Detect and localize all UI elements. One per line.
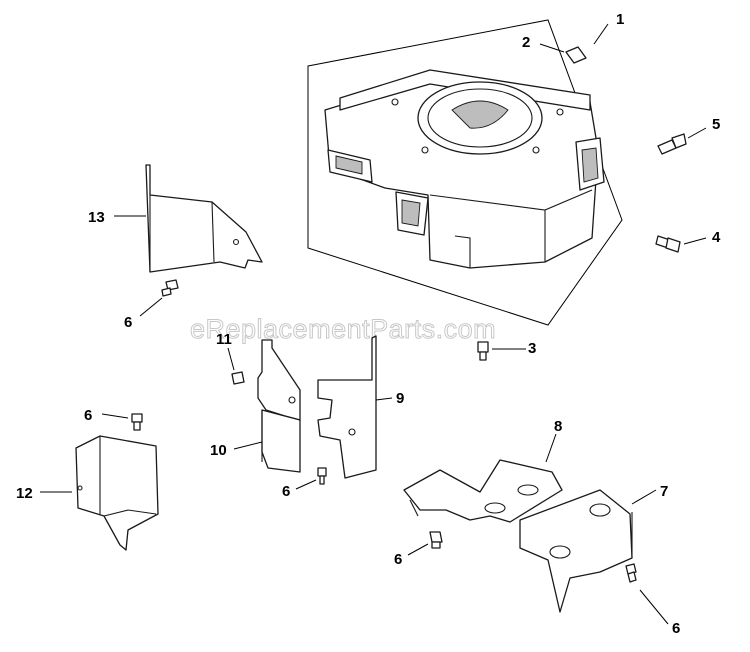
screw-part-4 xyxy=(655,235,681,253)
screw-part-3 xyxy=(477,341,489,361)
baffle-part-9 xyxy=(317,335,377,479)
watermark-text: eReplacementParts.com xyxy=(190,314,496,344)
plug-part-2 xyxy=(565,46,587,64)
baffle-part-10 xyxy=(261,409,301,473)
screw-part-11 xyxy=(231,371,245,385)
callout-13: 13 xyxy=(88,209,105,226)
screw-part-6-top-left xyxy=(161,279,179,297)
callout-12: 12 xyxy=(16,485,33,502)
callout-9: 9 xyxy=(396,390,404,407)
callout-10: 10 xyxy=(210,442,227,459)
callout-6-bottom-left: 6 xyxy=(394,551,402,568)
callout-8: 8 xyxy=(554,418,562,435)
callout-7: 7 xyxy=(660,483,668,500)
callout-1: 1 xyxy=(616,11,624,28)
callout-5: 5 xyxy=(712,116,720,133)
baffle-part-11 xyxy=(257,339,301,421)
baffle-part-12 xyxy=(75,435,159,551)
screw-part-5 xyxy=(657,133,687,155)
callout-6-center: 6 xyxy=(282,483,290,500)
screw-part-6-bottom-right xyxy=(625,563,637,583)
leader-lines xyxy=(40,23,707,625)
callout-4: 4 xyxy=(712,229,721,246)
callout-6-top-left: 6 xyxy=(124,314,132,331)
callout-3: 3 xyxy=(528,340,536,357)
bracket-part-8 xyxy=(403,459,563,523)
callout-11: 11 xyxy=(216,331,232,348)
callout-2: 2 xyxy=(522,34,530,51)
baffle-part-13 xyxy=(145,164,263,273)
screw-part-6-left xyxy=(131,413,143,431)
callout-6-left: 6 xyxy=(84,407,92,424)
screw-part-6-center xyxy=(317,467,327,485)
blower-housing-group-frame xyxy=(307,19,623,326)
blower-housing xyxy=(324,69,605,269)
callout-6-bottom-right: 6 xyxy=(672,620,680,637)
screw-part-6-bottom-left xyxy=(429,531,443,549)
bracket-part-7 xyxy=(519,489,633,613)
